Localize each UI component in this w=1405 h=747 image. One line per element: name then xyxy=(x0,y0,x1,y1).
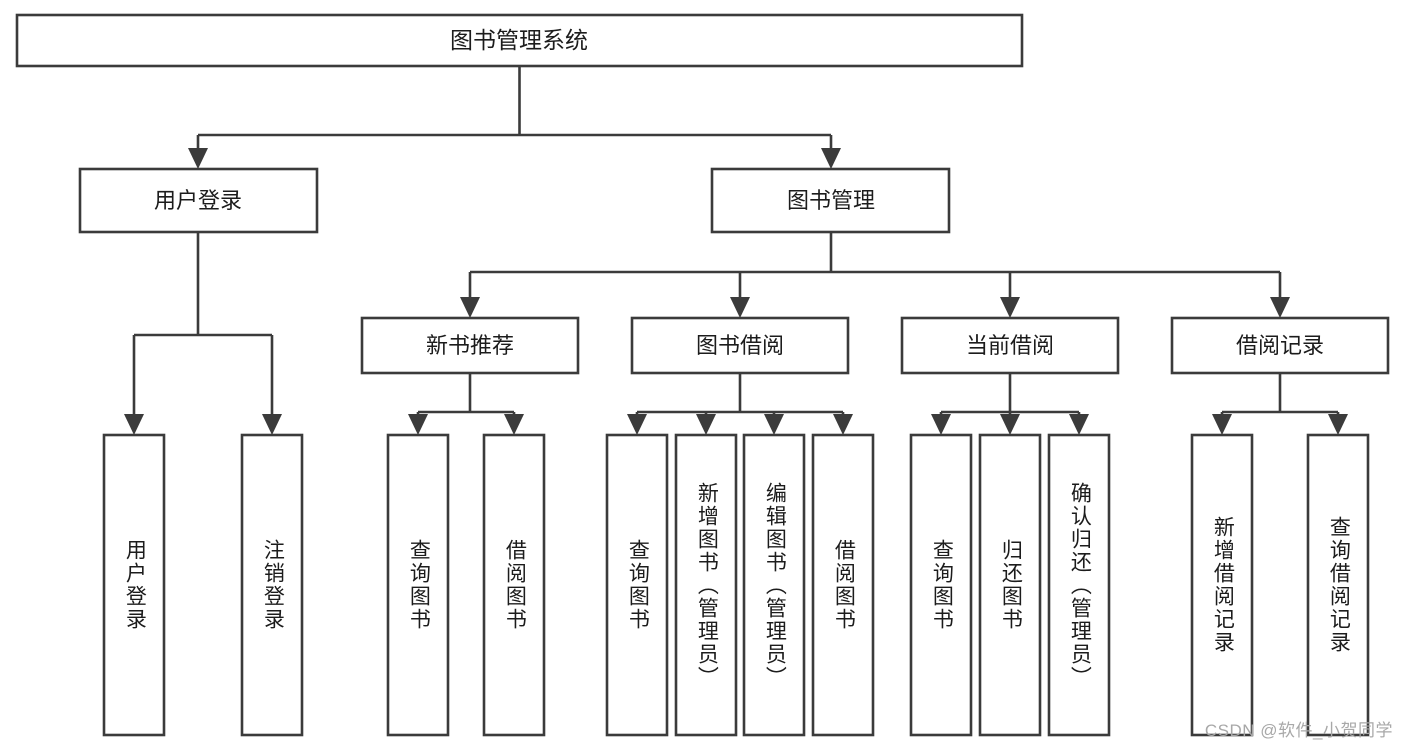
connector-group-book-manage xyxy=(460,232,1290,318)
node-user-login-box[interactable] xyxy=(78,167,319,234)
leaf-box-cb-return-book[interactable] xyxy=(978,433,1042,737)
arrow-head-cb-leaf-3 xyxy=(1069,414,1089,435)
node-new-book-recommend-label: 新书推荐 xyxy=(426,333,514,358)
leaf-box-user-login[interactable] xyxy=(102,433,166,737)
leaf-box-cb-confirm-return[interactable] xyxy=(1047,433,1111,737)
arrow-head-cb-leaf-1 xyxy=(931,414,951,435)
arrow-head-new-book xyxy=(460,297,480,318)
node-user-login[interactable]: 用户登录 xyxy=(78,167,319,234)
node-new-book-recommend[interactable]: 新书推荐 xyxy=(360,316,580,375)
arrow-head-leaf-logout xyxy=(262,414,282,435)
node-current-borrow-box[interactable] xyxy=(900,316,1120,375)
node-user-login-label: 用户登录 xyxy=(154,188,242,213)
arrow-head-user-login xyxy=(188,148,208,169)
connector-group-root xyxy=(188,66,841,169)
node-root[interactable]: 图书管理系统 xyxy=(15,13,1024,68)
connector-group-user-login xyxy=(124,232,282,435)
leaf-box-bb-add-book[interactable] xyxy=(674,433,738,737)
node-root-box[interactable] xyxy=(15,13,1024,68)
node-borrow-record-label: 借阅记录 xyxy=(1236,333,1324,358)
arrow-head-book-manage xyxy=(821,148,841,169)
node-borrow-record-box[interactable] xyxy=(1170,316,1390,375)
leaf-box-nb-borrow-book[interactable] xyxy=(482,433,546,737)
arrow-head-bb-leaf-1 xyxy=(627,414,647,435)
node-book-manage-label: 图书管理 xyxy=(787,188,875,213)
arrow-head-bb-leaf-2 xyxy=(696,414,716,435)
arrow-head-nb-leaf-2 xyxy=(504,414,524,435)
node-current-borrow[interactable]: 当前借阅 xyxy=(900,316,1120,375)
leaf-box-bb-borrow-book[interactable] xyxy=(811,433,875,737)
leaf-box-br-query-record[interactable] xyxy=(1306,433,1370,737)
arrow-head-nb-leaf-1 xyxy=(408,414,428,435)
connector-group-current-borrow xyxy=(931,373,1089,435)
connector-group-book-borrow xyxy=(627,373,853,435)
connector-group-borrow-record xyxy=(1212,373,1348,435)
leaf-box-logout[interactable] xyxy=(240,433,304,737)
node-root-label: 图书管理系统 xyxy=(450,27,588,53)
node-book-borrow-label: 图书借阅 xyxy=(696,333,784,358)
node-current-borrow-label: 当前借阅 xyxy=(966,333,1054,358)
arrow-head-current-borrow xyxy=(1000,297,1020,318)
leaf-box-nb-query-book[interactable] xyxy=(386,433,450,737)
arrow-head-borrow-record xyxy=(1270,297,1290,318)
leaf-box-br-add-record[interactable] xyxy=(1190,433,1254,737)
connector-group-new-book xyxy=(408,373,524,435)
node-borrow-record[interactable]: 借阅记录 xyxy=(1170,316,1390,375)
leaf-box-cb-query-book[interactable] xyxy=(909,433,973,737)
node-new-book-recommend-box[interactable] xyxy=(360,316,580,375)
leaf-box-bb-query-book[interactable] xyxy=(605,433,669,737)
arrow-head-bb-leaf-3 xyxy=(764,414,784,435)
node-book-borrow[interactable]: 图书借阅 xyxy=(630,316,850,375)
arrow-head-br-leaf-1 xyxy=(1212,414,1232,435)
arrow-head-br-leaf-2 xyxy=(1328,414,1348,435)
node-book-borrow-box[interactable] xyxy=(630,316,850,375)
arrow-head-book-borrow xyxy=(730,297,750,318)
arrow-head-bb-leaf-4 xyxy=(833,414,853,435)
node-book-manage-box[interactable] xyxy=(710,167,951,234)
arrow-head-leaf-user-login xyxy=(124,414,144,435)
node-book-manage[interactable]: 图书管理 xyxy=(710,167,951,234)
arrow-head-cb-leaf-2 xyxy=(1000,414,1020,435)
leaf-box-bb-edit-book[interactable] xyxy=(742,433,806,737)
